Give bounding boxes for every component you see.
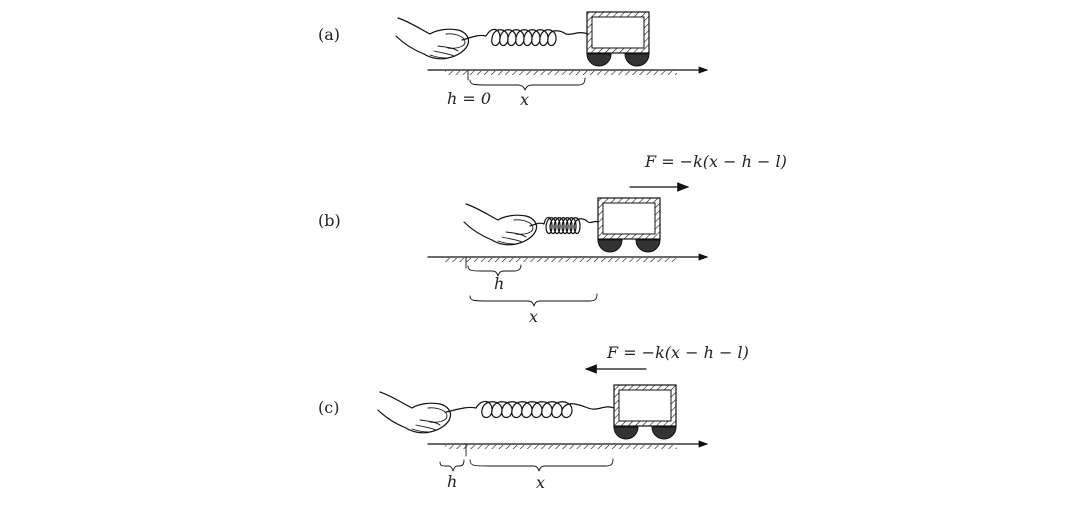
panel-a-label: (a) bbox=[318, 25, 340, 44]
panel-a-wheel-right bbox=[624, 53, 650, 67]
panel-c-wheel-left bbox=[613, 426, 639, 440]
panel-a-h-label: h = 0 bbox=[447, 89, 491, 108]
panel-c-wheel-right bbox=[651, 426, 677, 440]
panel-b-h-label: h bbox=[494, 274, 504, 293]
panel-b-x-brace bbox=[469, 293, 598, 307]
panel-a-ground bbox=[427, 66, 709, 75]
panel-a-hand-icon bbox=[395, 17, 470, 60]
panel-b-ground bbox=[427, 253, 709, 262]
panel-a-x-label: x bbox=[520, 90, 529, 109]
panel-a-wheel-left bbox=[586, 53, 612, 67]
panel-c-x-brace bbox=[469, 458, 614, 472]
panel-a: (a) h = 0 x bbox=[318, 11, 709, 109]
panel-a-x-brace bbox=[469, 77, 586, 91]
panel-b-spring bbox=[529, 216, 599, 235]
panel-b-wheel-left bbox=[597, 239, 623, 253]
panel-b-h-brace bbox=[467, 264, 522, 277]
panel-b-hand-icon bbox=[463, 203, 538, 246]
panel-a-cart bbox=[586, 11, 650, 67]
panel-a-spring bbox=[461, 28, 589, 47]
panel-b-x-label: x bbox=[529, 307, 538, 326]
panel-c-h-brace bbox=[439, 459, 465, 472]
panel-c-h-label: h bbox=[447, 472, 457, 491]
panel-c: (c) F = −k(x − h − l) h bbox=[318, 343, 749, 492]
panel-c-x-label: x bbox=[536, 473, 545, 492]
panel-c-cart bbox=[613, 384, 677, 440]
panel-c-ground bbox=[427, 440, 709, 449]
panel-b-wheel-right bbox=[635, 239, 661, 253]
panel-c-hand-icon bbox=[377, 391, 452, 434]
panel-c-force-label: F = −k(x − h − l) bbox=[606, 343, 749, 362]
panel-b-force-label: F = −k(x − h − l) bbox=[644, 152, 787, 171]
panel-b-label: (b) bbox=[318, 211, 341, 230]
panel-c-label: (c) bbox=[318, 398, 339, 417]
panel-b: (b) F = −k(x − h − l) h bbox=[318, 152, 787, 326]
panel-b-cart bbox=[597, 197, 661, 253]
panel-c-spring bbox=[445, 400, 615, 419]
